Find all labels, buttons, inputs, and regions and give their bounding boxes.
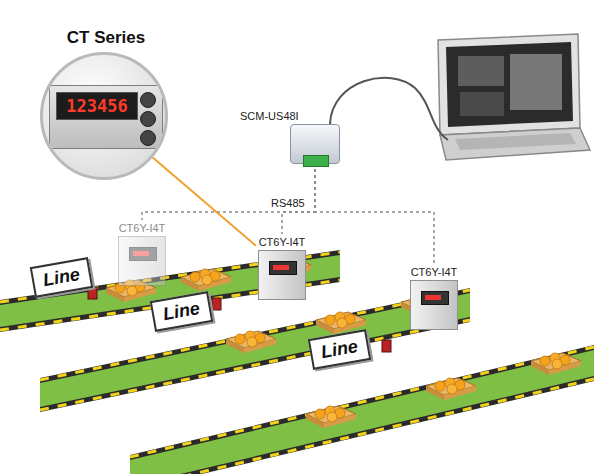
laptop (438, 34, 590, 160)
tray (306, 406, 356, 428)
counter-button (140, 92, 156, 108)
cabinet-node: CT6Y-I4T (116, 222, 168, 286)
line-sign-text: Line (319, 336, 359, 363)
tray (181, 269, 231, 291)
belt-edge (130, 379, 594, 474)
sensor (212, 298, 221, 310)
device-label: SCM-US48I (240, 110, 350, 122)
callout-title: CT Series (36, 28, 176, 48)
control-cabinet (258, 250, 306, 300)
tray (226, 331, 276, 353)
sensor (382, 340, 391, 352)
conveyor-belt (0, 250, 340, 332)
tray (531, 353, 581, 375)
laptop-lid (438, 34, 580, 135)
cabinet-display (269, 261, 297, 275)
cabinet-node: CT6Y-I4T (256, 236, 308, 300)
rs485-bus-line (315, 169, 434, 264)
display-segment (425, 295, 441, 300)
control-cabinet (410, 280, 458, 330)
display-digits: 123456 (59, 96, 135, 116)
sensor (88, 287, 97, 299)
line-sign-text: Line (41, 264, 81, 291)
counter-button (140, 111, 156, 127)
cabinet-display (421, 291, 449, 305)
counter-button (140, 130, 156, 146)
counter-bezel: 123456 (49, 85, 163, 149)
tray (426, 378, 476, 400)
counter-buttons (140, 92, 158, 149)
cabinet-label: CT6Y-I4T (116, 222, 168, 234)
counter-display: 123456 (56, 92, 138, 120)
cabinet-display (129, 247, 157, 261)
callout-circle: 123456 (40, 52, 168, 180)
bus-label: RS485 (269, 197, 307, 209)
conveyor-belt (130, 345, 594, 474)
converter-device (290, 124, 340, 164)
display-segment (273, 265, 289, 270)
sign-node: Line (150, 291, 214, 332)
belt-frame (0, 250, 340, 332)
screen-window (458, 56, 504, 86)
converter-node: SCM-US48I (240, 110, 350, 164)
sign-node: Line (30, 257, 94, 298)
cabinet-label: CT6Y-I4T (408, 266, 460, 278)
terminal-block (303, 155, 329, 167)
belt-edge (130, 347, 594, 457)
callout-leader (153, 158, 256, 246)
display-segment (133, 251, 149, 256)
usb-cable (330, 78, 448, 140)
cabinet-label: CT6Y-I4T (256, 236, 308, 248)
cabinet-node: CT6Y-I4T (408, 266, 460, 330)
sign-node: Line (308, 329, 372, 370)
line-sign-text: Line (161, 298, 201, 325)
screen-window (510, 54, 562, 110)
keyboard (455, 133, 576, 150)
control-cabinet (118, 236, 166, 286)
belt-frame (130, 345, 594, 474)
laptop-base (440, 128, 590, 160)
screen-window (460, 92, 504, 116)
laptop-screen (446, 42, 573, 127)
belt-surface (130, 350, 594, 474)
callout-node: CT Series 123456 (36, 28, 176, 180)
trays (106, 257, 581, 428)
